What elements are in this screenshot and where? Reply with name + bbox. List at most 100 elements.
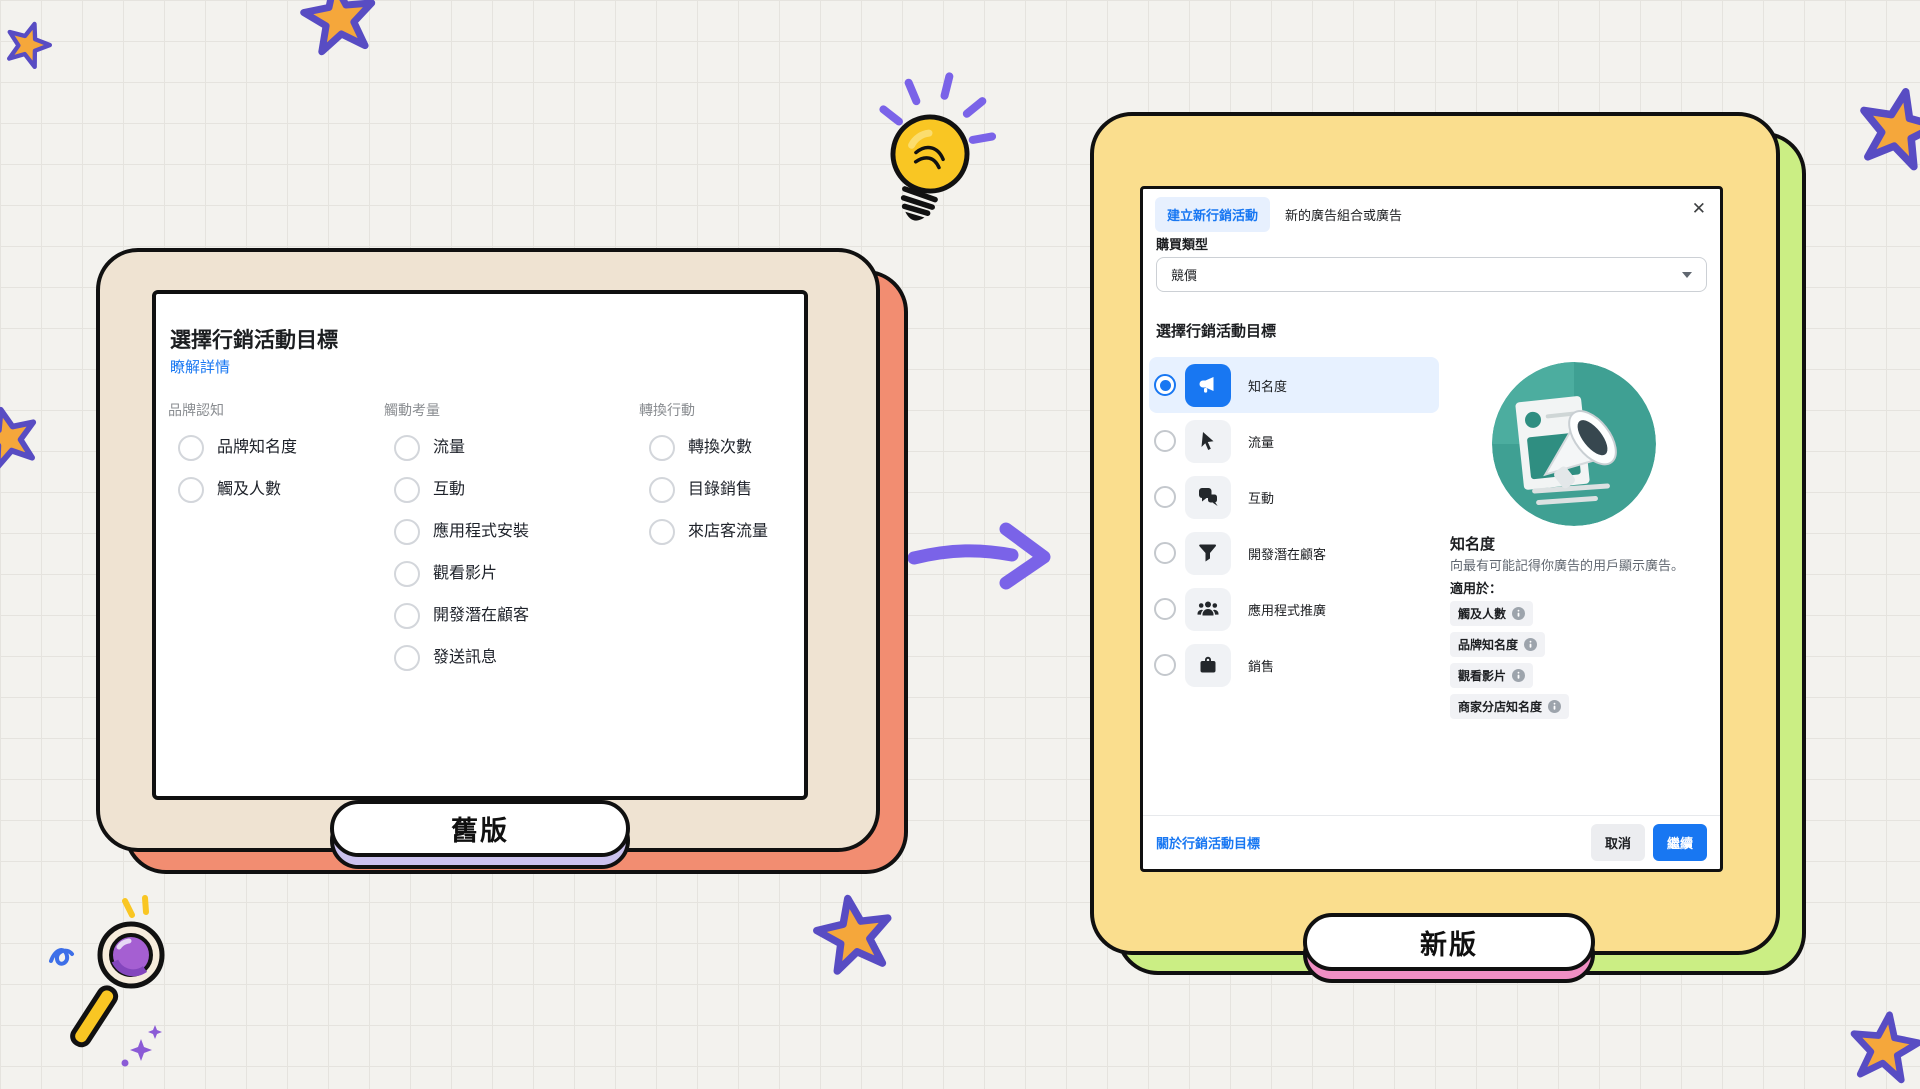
old-column-consideration: 觸動考量 流量 互動 應用程式安裝 觀看影片 開發潛在顧客 發送訊息 [382, 400, 529, 687]
new-version-label-text: 新版 [1420, 929, 1478, 960]
objective-row-awareness[interactable]: 知名度 [1149, 357, 1439, 413]
radio-button[interactable] [1154, 374, 1176, 396]
objective-option[interactable]: 開發潛在顧客 [382, 603, 529, 629]
dialog-footer: 關於行銷活動目標 取消 繼續 [1143, 815, 1720, 869]
radio-button[interactable] [394, 519, 420, 545]
star-icon [0, 14, 58, 74]
radio-button[interactable] [649, 435, 675, 461]
objective-label: 應用程式推廣 [1248, 602, 1327, 618]
objective-option-label: 互動 [433, 481, 466, 498]
radio-button[interactable] [178, 435, 204, 461]
objective-option-label: 觸及人數 [217, 481, 282, 498]
star-icon [1843, 1005, 1920, 1089]
continue-button[interactable]: 繼續 [1652, 824, 1707, 861]
radio-button[interactable] [394, 477, 420, 503]
info-icon[interactable] [1512, 669, 1526, 682]
objective-option[interactable]: 流量 [382, 435, 529, 461]
objective-list: 知名度 流量 互動 開發潛在顧客 [1149, 357, 1439, 693]
star-icon [0, 398, 47, 476]
objective-option[interactable]: 目錄銷售 [637, 477, 768, 503]
tag-brand-awareness: 品牌知名度 [1450, 632, 1546, 657]
buying-type-value: 競價 [1171, 268, 1198, 283]
tab-create-new-campaign[interactable]: 建立新行銷活動 [1155, 197, 1271, 232]
radio-button[interactable] [1154, 542, 1176, 564]
objective-row-leads[interactable]: 開發潛在顧客 [1149, 525, 1439, 581]
objective-option[interactable]: 轉換次數 [637, 435, 768, 461]
objective-option-label: 品牌知名度 [217, 439, 298, 456]
about-objectives-link[interactable]: 關於行銷活動目標 [1156, 836, 1261, 851]
megaphone-illustration [1492, 362, 1656, 526]
cancel-button[interactable]: 取消 [1590, 824, 1645, 861]
objective-option[interactable]: 發送訊息 [382, 645, 529, 671]
info-icon[interactable] [1512, 607, 1526, 620]
objective-label: 銷售 [1248, 658, 1275, 674]
caret-down-icon [1682, 271, 1692, 278]
objective-option-label: 目錄銷售 [688, 481, 753, 498]
objective-option-label: 發送訊息 [433, 649, 498, 666]
objective-label: 互動 [1248, 490, 1275, 506]
star-icon [1848, 78, 1920, 178]
radio-button[interactable] [394, 603, 420, 629]
old-column-conversion: 轉換行動 轉換次數 目錄銷售 來店客流量 [637, 400, 768, 561]
objective-label: 開發潛在顧客 [1248, 546, 1327, 562]
objective-option[interactable]: 來店客流量 [637, 519, 768, 545]
new-version-label: 新版 [1303, 913, 1595, 971]
radio-button[interactable] [1154, 430, 1176, 452]
tab-new-adset-or-ad[interactable]: 新的廣告組合或廣告 [1285, 208, 1403, 223]
objective-option[interactable]: 品牌知名度 [166, 435, 297, 461]
people-icon [1185, 587, 1231, 631]
detail-tags: 觸及人數 品牌知名度 觀看影片 商家分店知名度 [1450, 601, 1570, 719]
old-version-label: 舊版 [330, 800, 630, 857]
radio-button[interactable] [394, 645, 420, 671]
old-dialog-title: 選擇行銷活動目標 [170, 329, 338, 352]
learn-more-link[interactable]: 瞭解詳情 [170, 359, 231, 376]
objective-option-label: 觀看影片 [433, 565, 498, 582]
radio-button[interactable] [1154, 654, 1176, 676]
objective-label: 知名度 [1248, 378, 1288, 394]
old-objective-dialog: 選擇行銷活動目標 瞭解詳情 品牌認知 品牌知名度 觸及人數 觸動考量 流量 互動… [152, 290, 808, 800]
radio-button[interactable] [1154, 486, 1176, 508]
objective-option-label: 開發潛在顧客 [433, 607, 530, 624]
radio-button[interactable] [394, 435, 420, 461]
objective-option[interactable]: 觸及人數 [166, 477, 297, 503]
radio-button[interactable] [178, 477, 204, 503]
bag-icon [1185, 643, 1231, 687]
old-column-header: 觸動考量 [384, 402, 440, 418]
objective-option-label: 流量 [433, 439, 466, 456]
old-column-header: 轉換行動 [639, 402, 695, 418]
tag-video-views: 觀看影片 [1450, 663, 1534, 688]
cursor-icon [1185, 419, 1231, 463]
buying-type-select[interactable]: 競價 [1156, 257, 1707, 292]
objective-row-engagement[interactable]: 互動 [1149, 469, 1439, 525]
new-campaign-dialog: 建立新行銷活動 新的廣告組合或廣告 ✕ 購買類型 競價 選擇行銷活動目標 知名度… [1140, 186, 1723, 872]
buying-type-label: 購買類型 [1156, 237, 1209, 252]
lightbulb-icon [858, 68, 1003, 240]
objective-heading: 選擇行銷活動目標 [1156, 323, 1277, 340]
tag-label: 商家分店知名度 [1458, 700, 1543, 714]
funnel-icon [1185, 531, 1231, 575]
old-column-header: 品牌認知 [168, 402, 224, 418]
old-column-awareness: 品牌認知 品牌知名度 觸及人數 [166, 400, 297, 519]
tag-label: 觸及人數 [1458, 607, 1507, 621]
radio-button[interactable] [649, 519, 675, 545]
chat-icon [1185, 475, 1231, 519]
tag-label: 觀看影片 [1458, 669, 1507, 683]
objective-option[interactable]: 應用程式安裝 [382, 519, 529, 545]
close-icon[interactable]: ✕ [1691, 199, 1706, 218]
detail-description: 向最有可能記得你廣告的用戶顯示廣告。 [1450, 558, 1685, 573]
radio-button[interactable] [649, 477, 675, 503]
radio-button[interactable] [394, 561, 420, 587]
objective-option-label: 來店客流量 [688, 523, 769, 540]
objective-row-sales[interactable]: 銷售 [1149, 637, 1439, 693]
objective-option[interactable]: 互動 [382, 477, 529, 503]
tag-label: 品牌知名度 [1458, 638, 1519, 652]
objective-option[interactable]: 觀看影片 [382, 561, 529, 587]
detail-title: 知名度 [1450, 536, 1496, 553]
tag-store-awareness: 商家分店知名度 [1450, 694, 1570, 719]
info-icon[interactable] [1548, 700, 1562, 713]
objective-row-app-promotion[interactable]: 應用程式推廣 [1149, 581, 1439, 637]
objective-label: 流量 [1248, 434, 1275, 450]
radio-button[interactable] [1154, 598, 1176, 620]
info-icon[interactable] [1524, 638, 1538, 651]
objective-row-traffic[interactable]: 流量 [1149, 413, 1439, 469]
